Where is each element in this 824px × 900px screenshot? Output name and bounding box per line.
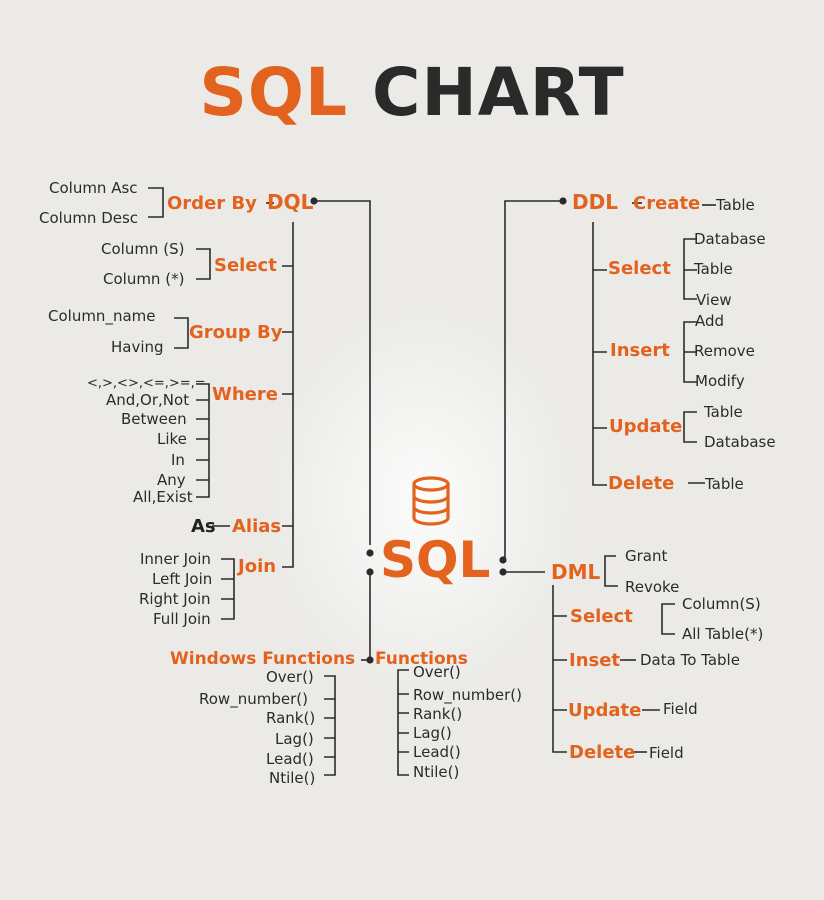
create-target: Table	[716, 196, 755, 214]
ddl-select-label: Select	[608, 258, 671, 279]
insert-item: Modify	[695, 372, 745, 390]
where-label: Where	[212, 384, 278, 405]
where-item: Any	[157, 471, 186, 489]
join-label: Join	[238, 556, 277, 577]
where-item: Between	[121, 410, 187, 428]
ddl-select-item: View	[696, 291, 732, 309]
windows-function-item: Row_number()	[199, 690, 308, 708]
title-part-sql: SQL	[199, 54, 349, 131]
order-by-label: Order By	[167, 193, 257, 214]
function-item: Lag()	[413, 724, 452, 742]
ddl-update-label: Update	[609, 416, 683, 437]
function-item: Lead()	[413, 743, 461, 761]
ddl-select-item: Table	[694, 260, 733, 278]
dml-update-target: Field	[663, 700, 698, 718]
dql-select-label: Select	[214, 255, 277, 276]
dml-select-item: Column(S)	[682, 595, 761, 613]
windows-functions-label: Windows Functions	[170, 649, 356, 669]
dml-delete-label: Delete	[569, 742, 636, 763]
function-item: Ntile()	[413, 763, 460, 781]
database-icon	[412, 476, 450, 526]
create-label: Create	[633, 193, 701, 214]
dml-item: Revoke	[625, 578, 680, 596]
dml-select-label: Select	[570, 606, 633, 627]
page-title: SQL CHART	[0, 60, 824, 126]
dql-select-item: Column (*)	[103, 270, 185, 288]
function-item: Rank()	[413, 705, 463, 723]
order-by-item: Column Asc	[49, 179, 138, 197]
alias-label: Alias	[232, 516, 282, 537]
ddl-label: DDL	[572, 190, 618, 214]
ddl-update-item: Database	[704, 433, 776, 451]
windows-function-item: Over()	[266, 668, 314, 686]
where-item: In	[171, 451, 185, 469]
join-item: Full Join	[153, 610, 211, 628]
dml-delete-target: Field	[649, 744, 684, 762]
functions-label: Functions	[375, 649, 468, 669]
join-item: Inner Join	[140, 550, 211, 568]
join-item: Left Join	[152, 570, 213, 588]
windows-function-item: Lead()	[266, 750, 314, 768]
insert-item: Remove	[694, 342, 755, 360]
windows-function-item: Rank()	[266, 709, 316, 727]
ddl-update-item: Table	[704, 403, 743, 421]
dml-select-item: All Table(*)	[682, 625, 764, 643]
where-item: <,>,<>,<=,>=,=	[87, 376, 206, 391]
function-item: Over()	[413, 663, 461, 681]
alias-prefix: As	[191, 516, 216, 537]
order-by-item: Column Desc	[39, 209, 139, 227]
where-item: And,Or,Not	[106, 391, 190, 409]
title-part-chart: CHART	[372, 54, 625, 131]
windows-function-item: Ntile()	[269, 769, 316, 787]
function-item: Row_number()	[413, 686, 522, 704]
join-item: Right Join	[139, 590, 211, 608]
where-item: All,Exist	[133, 488, 193, 506]
dql-label: DQL	[267, 190, 314, 214]
where-item: Like	[157, 430, 187, 448]
dml-label: DML	[551, 560, 601, 584]
dml-update-label: Update	[568, 700, 642, 721]
ddl-delete-target: Table	[705, 475, 744, 493]
dml-item: Grant	[625, 547, 668, 565]
ddl-select-item: Database	[694, 230, 766, 248]
insert-item: Add	[695, 312, 725, 330]
ddl-delete-label: Delete	[608, 473, 675, 494]
group-by-label: Group By	[189, 322, 283, 343]
inset-target: Data To Table	[640, 651, 740, 669]
insert-label: Insert	[610, 340, 670, 361]
group-by-item: Column_name	[48, 307, 156, 325]
windows-function-item: Lag()	[275, 730, 314, 748]
inset-label: Inset	[569, 650, 621, 671]
hub-sql: SQL	[380, 531, 491, 589]
dql-select-item: Column (S)	[101, 240, 185, 258]
group-by-item: Having	[111, 338, 164, 356]
